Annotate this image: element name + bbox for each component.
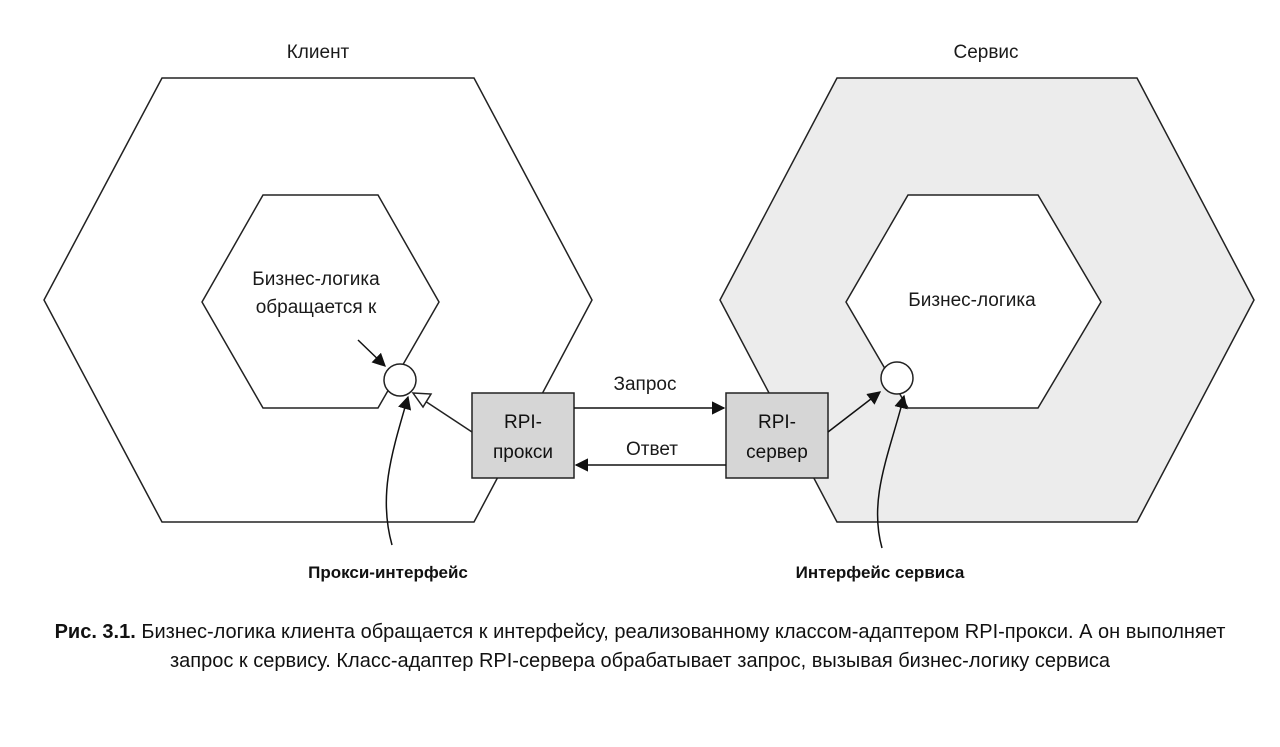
service-title: Сервис — [953, 42, 1018, 63]
rpi-proxy-box — [471, 392, 575, 479]
rpi-proxy-label-line2: прокси — [493, 442, 553, 463]
service-interface-callout — [876, 394, 908, 549]
proxy-interface-callout — [385, 395, 412, 546]
client-business-logic-line1: Бизнес-логика — [252, 269, 380, 290]
rpi-server-label-line2: сервер — [746, 442, 808, 463]
rpi-proxy-label-line1: RPI- — [504, 412, 542, 433]
rpi-server-label-line1: RPI- — [758, 412, 796, 433]
request-label: Запрос — [614, 374, 677, 395]
service-interface-label: Интерфейс сервиса — [796, 563, 965, 582]
service-inner-hexagon — [845, 194, 1102, 409]
client-business-logic-line2: обращается к — [256, 297, 377, 318]
implements-triangle-icon — [411, 392, 433, 409]
rpi-server-box — [725, 392, 829, 479]
server-to-port-arrow — [827, 391, 882, 433]
proxy-implements-line — [424, 400, 473, 433]
figure-number: Рис. 3.1. — [54, 621, 136, 643]
figure-caption: Рис. 3.1. Бизнес-логика клиента обращает… — [40, 618, 1240, 676]
proxy-interface-label: Прокси-интерфейс — [308, 563, 468, 582]
service-business-logic: Бизнес-логика — [908, 290, 1036, 311]
client-title: Клиент — [287, 42, 350, 63]
figure-caption-text: Бизнес-логика клиента обращается к интер… — [141, 621, 1226, 672]
service-port-circle — [880, 361, 914, 395]
client-logic-to-port-arrow — [357, 339, 386, 367]
client-port-circle — [383, 363, 417, 397]
response-label: Ответ — [626, 439, 678, 460]
hexagonal-architecture-diagram: Клиент Сервис Бизнес-логика обращается к… — [43, 42, 1255, 582]
